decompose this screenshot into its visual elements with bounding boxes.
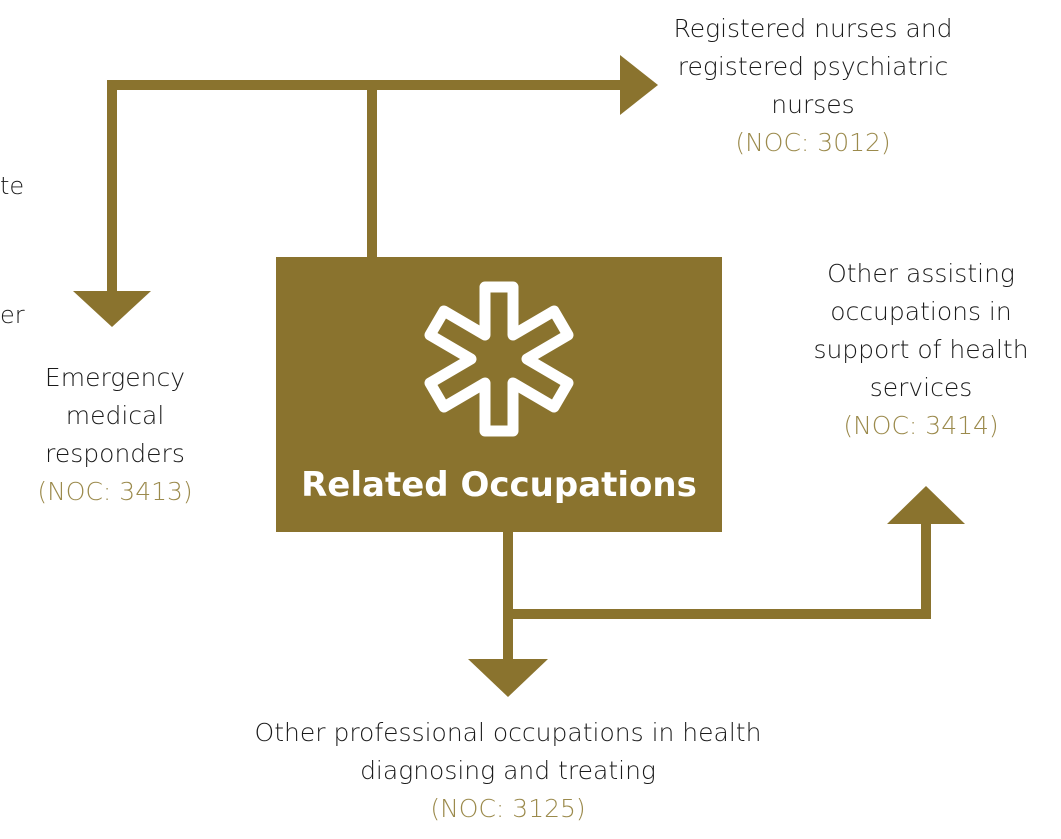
occupation-code: (NOC: 3414) bbox=[843, 411, 999, 440]
occupation-code: (NOC: 3125) bbox=[430, 794, 586, 823]
occupation-name: Registered nurses and registered psychia… bbox=[673, 14, 953, 119]
arrowhead-left-down bbox=[73, 291, 151, 327]
related-occupations-box: Related Occupations bbox=[276, 257, 722, 532]
arrowhead-bottom-down bbox=[468, 659, 548, 697]
clipped-text-2: er bbox=[0, 301, 25, 329]
arrowhead-top-right bbox=[620, 55, 658, 115]
occupation-name: Other assisting occupations in support o… bbox=[813, 259, 1029, 402]
occupation-name: Other professional occupations in health… bbox=[254, 718, 762, 785]
occupation-name: Emergency medical responders bbox=[44, 363, 186, 468]
occupation-code: (NOC: 3413) bbox=[37, 477, 193, 506]
occupation-registered-nurses: Registered nurses and registered psychia… bbox=[664, 10, 962, 162]
occupation-emergency-responders: Emergency medical responders (NOC: 3413) bbox=[15, 359, 215, 511]
occupation-assisting-health-services: Other assisting occupations in support o… bbox=[790, 255, 1052, 445]
center-title: Related Occupations bbox=[301, 465, 697, 505]
clipped-text-1: te bbox=[0, 172, 25, 200]
arrowhead-right-up bbox=[887, 486, 965, 524]
occupation-code: (NOC: 3012) bbox=[735, 128, 891, 157]
star-of-life-icon bbox=[424, 281, 574, 437]
occupation-health-diagnosing: Other professional occupations in health… bbox=[240, 714, 776, 828]
